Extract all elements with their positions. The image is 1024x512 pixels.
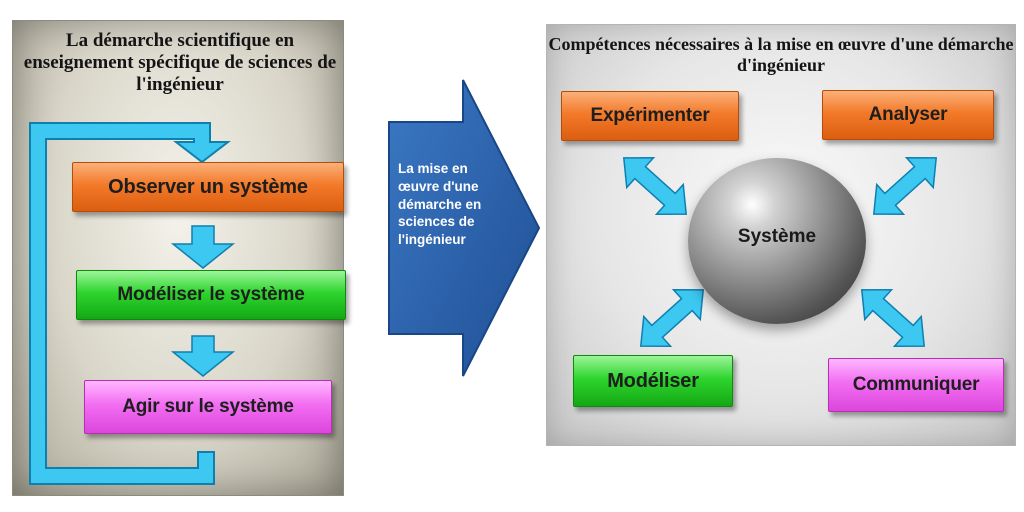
arrow-caption-line: œuvre d'une: [398, 178, 479, 194]
double-arrow-icon: [859, 142, 951, 230]
step-agir-box: Agir sur le système: [84, 380, 332, 434]
right-title: Compétences nécessaires à la mise en œuv…: [548, 34, 1014, 75]
arrow-caption-line: démarche en: [398, 196, 482, 212]
down-arrow-2-icon: [170, 335, 236, 377]
skill-modeliser-box: Modéliser: [573, 355, 733, 407]
arrow-caption-line: sciences de: [398, 214, 475, 230]
arrow-caption-line: La mise en: [398, 161, 468, 176]
step-modeliser-box: Modéliser le système: [76, 270, 346, 320]
system-label: Système: [737, 226, 817, 247]
step-observer-box: Observer un système: [72, 162, 344, 212]
big-right-arrow-icon: [388, 79, 541, 377]
left-title: La démarche scientifique en enseignement…: [23, 30, 337, 95]
feedback-loop-arrow: [29, 122, 231, 485]
double-arrow-icon: [609, 142, 701, 230]
arrow-caption-line: l'ingénieur: [398, 232, 466, 248]
skill-communiquer-box: Communiquer: [828, 358, 1004, 412]
skill-experimenter-box: Expérimenter: [561, 91, 739, 141]
system-sphere: [688, 158, 866, 324]
arrow-caption: La mise en œuvre d'une démarche en scien…: [398, 160, 496, 249]
down-arrow-1-icon: [170, 225, 236, 269]
double-arrow-icon: [847, 274, 939, 362]
skill-analyser-box: Analyser: [822, 90, 994, 140]
